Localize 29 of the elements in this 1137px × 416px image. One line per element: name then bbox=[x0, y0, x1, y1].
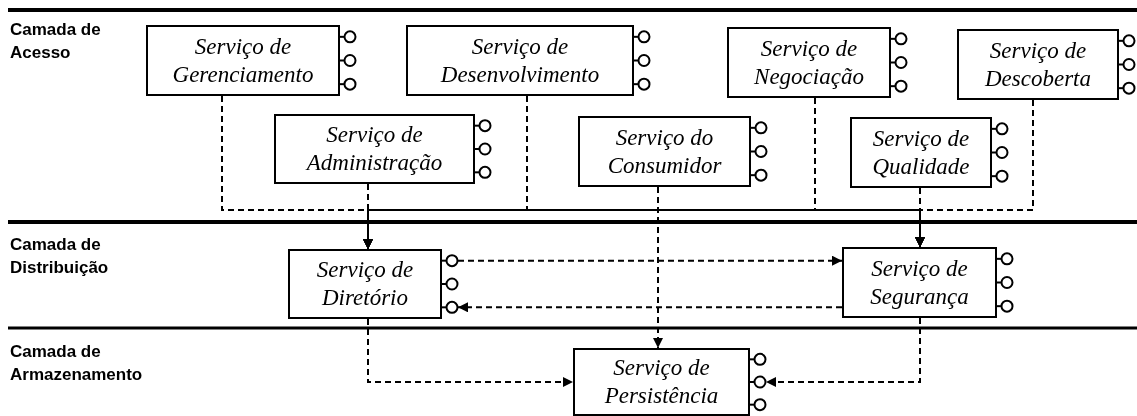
service-box bbox=[578, 116, 751, 187]
service-box bbox=[850, 117, 992, 188]
service-name: Serviço de Persistência bbox=[603, 354, 720, 410]
layer-label: Camada de Armazenamento bbox=[10, 341, 144, 386]
service-box bbox=[274, 114, 475, 184]
dashed-arrow bbox=[457, 302, 843, 313]
service-name: Serviço de Diretório bbox=[315, 256, 415, 312]
layer-label: Camada de Distribuição bbox=[10, 234, 110, 279]
service-box bbox=[146, 25, 340, 96]
service-name: Serviço de Descoberta bbox=[984, 36, 1092, 93]
service-box bbox=[573, 348, 750, 416]
service-name: Serviço do Consumidor bbox=[606, 123, 723, 180]
service-box bbox=[842, 247, 997, 318]
service-box bbox=[288, 249, 442, 319]
service-name: Serviço de Desenvolvimento bbox=[439, 32, 601, 89]
dashed-arrow bbox=[765, 317, 921, 387]
service-name: Serviço de Gerenciamento bbox=[171, 32, 315, 89]
dashed-arrow bbox=[457, 255, 843, 266]
service-name: Serviço de Qualidade bbox=[871, 124, 971, 181]
service-box bbox=[957, 29, 1119, 100]
service-name: Serviço de Segurança bbox=[869, 254, 970, 311]
dashed-arrow bbox=[653, 186, 663, 349]
dashed-arrow bbox=[915, 99, 1034, 248]
dashed-arrow bbox=[367, 318, 574, 387]
service-box bbox=[406, 25, 634, 96]
service-name: Serviço de Negociação bbox=[753, 34, 865, 91]
service-box bbox=[727, 27, 891, 98]
layer-label: Camada de Acesso bbox=[10, 19, 102, 64]
service-name: Serviço de Administração bbox=[304, 121, 444, 177]
